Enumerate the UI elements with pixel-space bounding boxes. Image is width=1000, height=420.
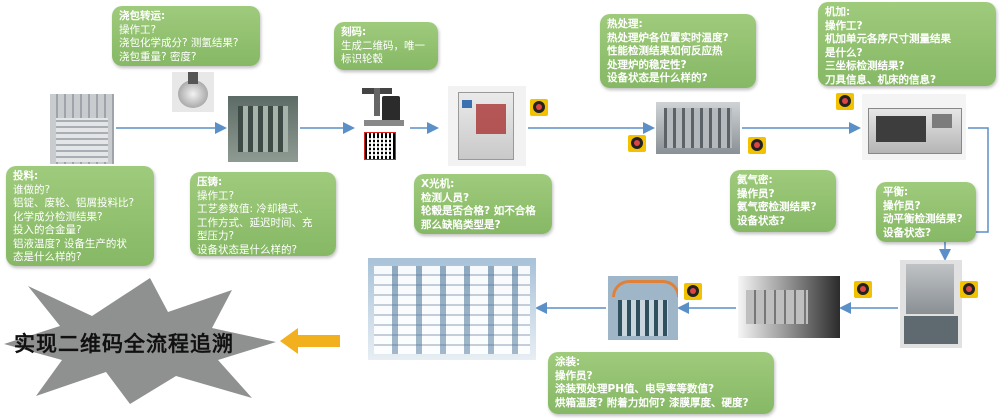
note-title: 热处理: bbox=[607, 18, 643, 30]
note-line: 生成二维码，唯一 bbox=[341, 39, 425, 52]
note-line: 操作员? bbox=[737, 187, 775, 200]
note-line: 操作员? bbox=[883, 199, 921, 212]
balance-machine-image bbox=[900, 260, 962, 348]
note-line: 态是什么样的? bbox=[13, 251, 82, 263]
note-machining: 机加: 操作工? 机加单元各序尺寸测量结果 是什么? 三坐标检测结果? 刀具信息… bbox=[818, 2, 996, 86]
slogan-text: 实现二维码全流程追溯 bbox=[14, 332, 234, 356]
note-line: 设备状态? bbox=[883, 226, 932, 239]
note-line: 设备状态? bbox=[737, 214, 786, 227]
helium-leak-image bbox=[738, 276, 840, 338]
qr-code-image bbox=[364, 132, 396, 160]
note-line: 工艺参数值: 冷却模式、 bbox=[197, 203, 309, 215]
note-line: 工作方式、延迟时间、充 bbox=[197, 216, 313, 229]
note-line: 铝液温度? 设备生产的状 bbox=[13, 237, 127, 250]
camera-sensor-icon bbox=[684, 283, 702, 300]
die-casting-image bbox=[228, 96, 298, 162]
note-line: 烘箱温度? 附着力如何? 漆膜厚度、硬度? bbox=[555, 396, 749, 409]
note-line: 铝锭、废轮、铝屑投料比? bbox=[13, 197, 135, 209]
camera-sensor-icon bbox=[854, 281, 872, 298]
note-line: 谁做的? bbox=[13, 183, 51, 196]
note-line: 轮毂是否合格? 如不合格 bbox=[421, 205, 536, 217]
note-line: 动平衡检测结果? bbox=[883, 213, 963, 225]
note-coating: 涂装: 操作员? 涂装预处理PH值、电导率等数值? 烘箱温度? 附着力如何? 漆… bbox=[548, 352, 774, 414]
note-line: 设备状态是什么样的? bbox=[607, 72, 708, 84]
note-line: 操作工? bbox=[197, 189, 235, 202]
note-die-casting: 压铸: 操作工? 工艺参数值: 冷却模式、 工作方式、延迟时间、充 型压力? 设… bbox=[190, 172, 336, 256]
slogan-arrow bbox=[280, 328, 340, 354]
note-line: 氦气密检测结果? bbox=[737, 201, 817, 213]
feed-station-image bbox=[50, 94, 114, 164]
note-line: 投入的合金量? bbox=[13, 224, 82, 236]
note-title: 机加: bbox=[825, 6, 851, 18]
note-title: 刻码: bbox=[341, 26, 367, 38]
note-line: 操作员? bbox=[555, 369, 593, 382]
warehouse-wheels-image bbox=[368, 258, 536, 360]
note-line: 型压力? bbox=[197, 230, 235, 242]
note-line: 浇包重量? 密度? bbox=[119, 50, 197, 63]
note-line: 处理炉的稳定性? bbox=[607, 58, 687, 71]
camera-sensor-icon bbox=[628, 135, 646, 152]
note-title: 浇包转运: bbox=[119, 10, 166, 22]
note-title: 投料: bbox=[13, 170, 39, 182]
note-line: 操作工? bbox=[119, 23, 157, 36]
ladle-image bbox=[172, 72, 214, 112]
note-line: 热处理炉各位置实时温度? bbox=[607, 31, 729, 44]
note-line: 标识轮毂 bbox=[341, 53, 383, 65]
note-helium-leak: 氦气密: 操作员? 氦气密检测结果? 设备状态? bbox=[730, 170, 836, 232]
note-line: 是什么? bbox=[825, 46, 863, 59]
note-xray: X光机: 检测人员? 轮毂是否合格? 如不合格 那么缺陷类型是? bbox=[414, 174, 552, 234]
note-title: 涂装: bbox=[555, 356, 581, 368]
heat-furnace-image bbox=[656, 102, 740, 154]
note-line: 设备状态是什么样的? bbox=[197, 243, 298, 256]
note-line: 操作工? bbox=[825, 19, 863, 32]
note-line: 那么缺陷类型是? bbox=[421, 218, 501, 231]
note-engrave: 刻码: 生成二维码，唯一 标识轮毂 bbox=[334, 22, 438, 70]
note-title: 平衡: bbox=[883, 186, 909, 198]
coating-line-image bbox=[608, 276, 678, 340]
note-pour-transfer: 浇包转运: 操作工? 浇包化学成分? 测氢结果? 浇包重量? 密度? bbox=[112, 6, 260, 66]
lathe-image bbox=[862, 94, 966, 160]
camera-sensor-icon bbox=[530, 99, 548, 116]
note-balance: 平衡: 操作员? 动平衡检测结果? 设备状态? bbox=[876, 182, 976, 242]
note-feeding: 投料: 谁做的? 铝锭、废轮、铝屑投料比? 化学成分检测结果? 投入的合金量? … bbox=[6, 166, 154, 266]
camera-sensor-icon bbox=[748, 137, 766, 154]
laser-engraver-image bbox=[356, 80, 408, 130]
note-line: 涂装预处理PH值、电导率等数值? bbox=[555, 383, 715, 395]
note-title: 压铸: bbox=[197, 176, 223, 188]
note-heat-treatment: 热处理: 热处理炉各位置实时温度? 性能检测结果如何反应热 处理炉的稳定性? 设… bbox=[600, 14, 756, 88]
note-title: 氦气密: bbox=[737, 174, 773, 186]
note-line: 化学成分检测结果? bbox=[13, 210, 103, 223]
camera-sensor-icon bbox=[836, 93, 854, 110]
note-line: 刀具信息、机床的信息? bbox=[825, 73, 937, 86]
note-title: X光机: bbox=[421, 178, 455, 190]
note-line: 浇包化学成分? 测氢结果? bbox=[119, 37, 239, 49]
xray-machine-image bbox=[448, 86, 526, 166]
note-line: 性能检测结果如何反应热 bbox=[607, 45, 723, 57]
burst-star bbox=[4, 278, 276, 404]
note-line: 机加单元各序尺寸测量结果 bbox=[825, 33, 951, 45]
note-line: 三坐标检测结果? bbox=[825, 60, 905, 72]
camera-sensor-icon bbox=[960, 281, 978, 298]
note-line: 检测人员? bbox=[421, 191, 470, 204]
